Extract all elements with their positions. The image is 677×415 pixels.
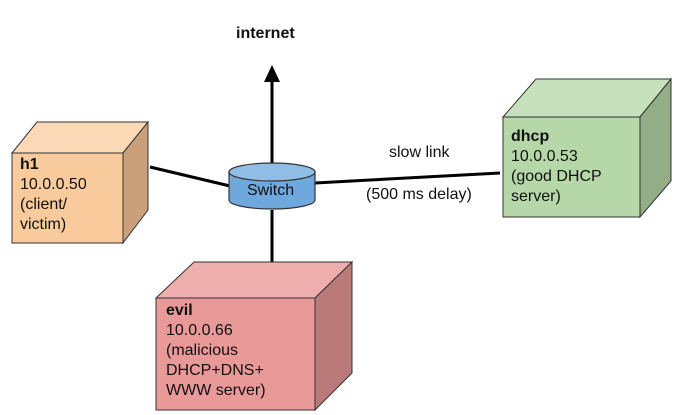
evil-text: evil 10.0.0.66 (malicious DHCP+DNS+ WWW … xyxy=(166,301,266,401)
h1-box xyxy=(10,120,150,245)
switch-label: Switch xyxy=(247,182,295,199)
link-label-slow: slow link xyxy=(389,144,450,161)
switch-top xyxy=(228,162,316,182)
link-switch-dhcp xyxy=(314,171,501,185)
dhcp-box xyxy=(501,77,673,219)
evil-ip: 10.0.0.66 xyxy=(166,322,233,339)
h1-desc-2: victim) xyxy=(20,216,67,233)
h1-box-front xyxy=(11,152,124,244)
dhcp-desc-2: server) xyxy=(511,188,561,205)
link-h1-switch xyxy=(149,165,231,188)
evil-box xyxy=(154,260,354,412)
evil-name: evil xyxy=(166,302,193,319)
dhcp-box-front xyxy=(502,116,641,218)
dhcp-name: dhcp xyxy=(511,128,550,145)
h1-ip: 10.0.0.50 xyxy=(20,176,87,193)
link-label-delay: (500 ms delay) xyxy=(366,186,472,203)
internet-arrow-icon xyxy=(264,65,280,82)
h1-desc-1: (client/ xyxy=(20,196,68,213)
h1-text: h1 10.0.0.50 (client/ victim) xyxy=(20,155,87,235)
dhcp-desc-1: (good DHCP xyxy=(511,168,602,185)
evil-box-front xyxy=(155,297,316,411)
h1-name: h1 xyxy=(20,156,39,173)
dhcp-ip: 10.0.0.53 xyxy=(511,148,578,165)
switch-icon xyxy=(228,162,316,210)
dhcp-text: dhcp 10.0.0.53 (good DHCP server) xyxy=(511,127,602,207)
evil-desc-1: (malicious xyxy=(166,342,239,359)
internet-label: internet xyxy=(236,25,295,42)
evil-desc-3: WWW server) xyxy=(166,382,266,399)
switch-body xyxy=(228,171,316,210)
evil-desc-2: DHCP+DNS+ xyxy=(166,362,264,379)
